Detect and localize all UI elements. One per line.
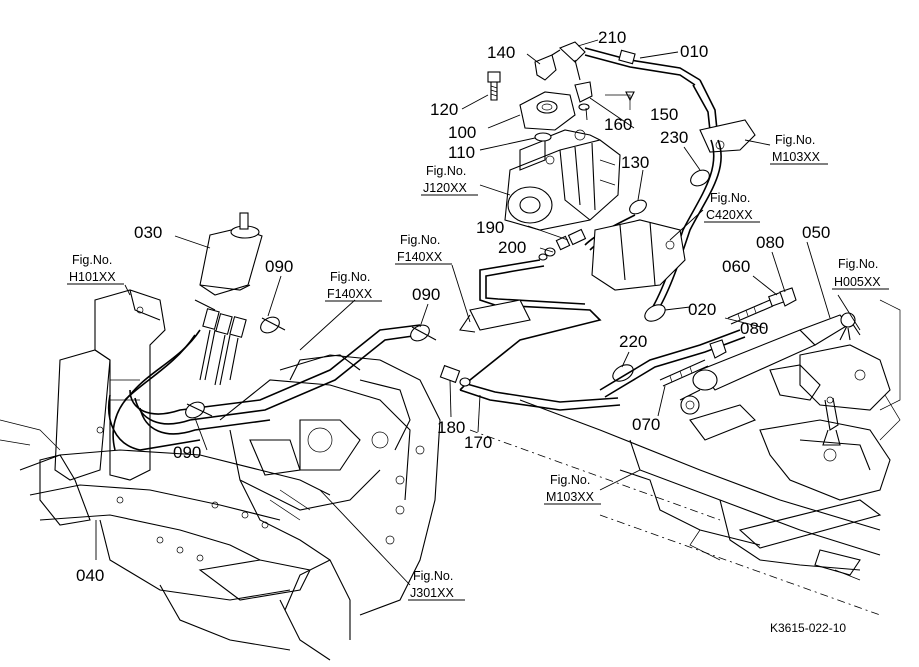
steering-cylinder-part-050 [679, 312, 856, 415]
label-140: 140 [487, 43, 515, 62]
svg-text:F140XX: F140XX [397, 250, 443, 264]
label-190: 190 [476, 218, 504, 237]
leader-lines [95, 39, 861, 586]
label-090-middle: 090 [412, 285, 440, 304]
label-230: 230 [660, 128, 688, 147]
svg-text:Fig.No.: Fig.No. [426, 164, 466, 178]
clamp-part-130 [629, 199, 647, 215]
tie-rod-part-060 [727, 291, 786, 325]
hydraulic-hoses-left [108, 324, 421, 451]
label-100: 100 [448, 123, 476, 142]
cylinder-mount-bracket [689, 404, 756, 441]
label-180: 180 [437, 418, 465, 437]
svg-text:M103XX: M103XX [546, 490, 595, 504]
label-170: 170 [464, 433, 492, 452]
svg-text:J301XX: J301XX [410, 586, 454, 600]
fig-ref-j120: Fig.No. J120XX [421, 164, 478, 196]
clamp-part-230 [690, 169, 710, 187]
label-210: 210 [598, 28, 626, 47]
o-ring-part-110 [534, 132, 552, 142]
svg-text:Fig.No.: Fig.No. [550, 473, 590, 487]
svg-text:Fig.No.: Fig.No. [838, 257, 878, 271]
svg-text:J120XX: J120XX [423, 181, 467, 195]
bolt-part-120 [487, 71, 501, 101]
hydraulic-pump-assembly [504, 129, 621, 231]
svg-text:Fig.No.: Fig.No. [413, 569, 453, 583]
fig-ref-h101: Fig.No. H101XX [67, 253, 124, 285]
label-090-top: 090 [265, 257, 293, 276]
svg-text:Fig.No.: Fig.No. [400, 233, 440, 247]
fig-ref-m103-top: Fig.No. M103XX [770, 133, 828, 165]
fig-ref-j301: Fig.No. J301XX [408, 569, 465, 601]
tie-rod-part-070 [659, 359, 709, 387]
label-200: 200 [498, 238, 526, 257]
label-080-lower: 080 [740, 319, 768, 338]
label-010: 010 [680, 42, 708, 61]
svg-text:F140XX: F140XX [327, 287, 373, 301]
fitting-part-180 [439, 364, 471, 387]
fig-ref-f140-upper: Fig.No. F140XX [395, 233, 452, 265]
label-160: 160 [604, 115, 632, 134]
label-120: 120 [430, 100, 458, 119]
pipe-fittings-190-200 [538, 228, 587, 261]
cylinder-hose [599, 329, 746, 398]
flange-part-100 [519, 91, 576, 131]
drawing-code: K3615-022-10 [770, 621, 846, 635]
label-020: 020 [688, 300, 716, 319]
label-110: 110 [448, 143, 475, 162]
svg-text:M103XX: M103XX [772, 150, 821, 164]
label-030: 030 [134, 223, 162, 242]
label-150: 150 [650, 105, 678, 124]
bracket-m103-top [699, 119, 756, 153]
elbow-fitting-part-140 [534, 49, 561, 81]
svg-text:H101XX: H101XX [69, 270, 116, 284]
clamp-090-middle [410, 324, 437, 342]
figure-references: Fig.No. M103XX Fig.No. J120XX Fig.No. C4… [67, 133, 889, 601]
label-130: 130 [621, 153, 649, 172]
fig-ref-m103-bottom: Fig.No. M103XX [544, 473, 601, 505]
label-220: 220 [619, 332, 647, 351]
fitting-parts-150-160 [574, 81, 635, 111]
pressure-pipe-part-170 [459, 259, 621, 411]
clamp-090-top [260, 316, 286, 334]
control-valve-c420 [591, 219, 686, 291]
bracket-f140 [459, 299, 531, 333]
fig-ref-f140-lower: Fig.No. F140XX [325, 270, 382, 302]
svg-text:Fig.No.: Fig.No. [710, 191, 750, 205]
fitting-part-080-upper [779, 287, 797, 307]
svg-text:Fig.No.: Fig.No. [775, 133, 815, 147]
svg-text:Fig.No.: Fig.No. [330, 270, 370, 284]
label-050: 050 [802, 223, 830, 242]
fig-ref-c420: Fig.No. C420XX [704, 191, 760, 223]
label-060: 060 [722, 257, 750, 276]
clamp-part-020 [644, 304, 666, 322]
label-070: 070 [632, 415, 660, 434]
label-090-bottom: 090 [173, 443, 201, 462]
clamp-090-bottom [185, 401, 213, 419]
svg-text:H005XX: H005XX [834, 275, 881, 289]
part-number-labels: 010 020 030 040 050 060 070 080 080 090 … [76, 28, 830, 585]
svg-text:C420XX: C420XX [706, 208, 753, 222]
fig-ref-h005: Fig.No. H005XX [832, 257, 889, 290]
fitting-part-080-lower [709, 339, 727, 359]
clamp-part-220 [612, 364, 634, 382]
label-040: 040 [76, 566, 104, 585]
svg-text:Fig.No.: Fig.No. [72, 253, 112, 267]
label-080-upper: 080 [756, 233, 784, 252]
steering-valve-part-030 [194, 212, 263, 386]
